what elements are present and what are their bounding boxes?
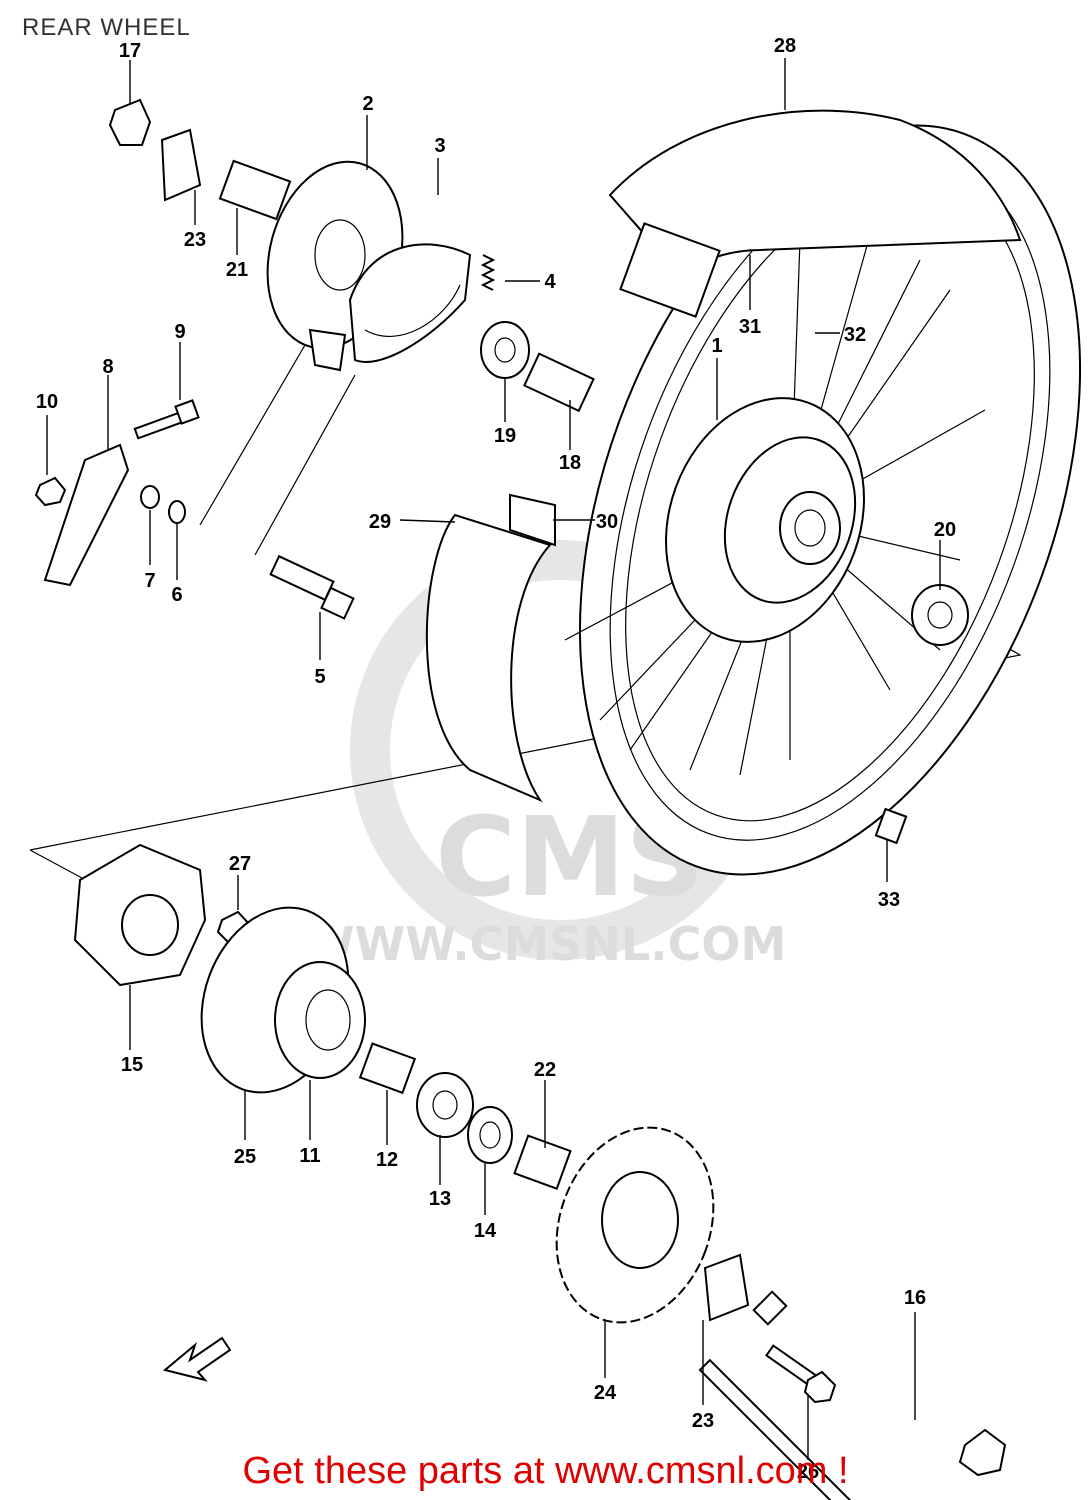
callout-33: 33 bbox=[878, 889, 900, 911]
spacer-21 bbox=[218, 159, 292, 221]
callout-16: 16 bbox=[904, 1287, 926, 1309]
callout-2: 2 bbox=[362, 93, 373, 115]
bearing-19 bbox=[480, 321, 530, 379]
callout-14: 14 bbox=[474, 1220, 497, 1242]
page-title: REAR WHEEL bbox=[22, 14, 191, 41]
o-ring-6 bbox=[168, 500, 186, 524]
callout-31: 31 bbox=[739, 316, 761, 338]
callout-5: 5 bbox=[314, 666, 325, 688]
spacer-22 bbox=[513, 1134, 572, 1190]
oil-seal-14 bbox=[467, 1106, 513, 1164]
callout-1: 1 bbox=[711, 335, 722, 357]
front-direction-arrow-icon bbox=[162, 1336, 232, 1382]
tyre-tread bbox=[608, 109, 1022, 318]
callout-13: 13 bbox=[429, 1188, 451, 1210]
callout-25: 25 bbox=[234, 1146, 256, 1168]
brake-arm-bolt bbox=[133, 399, 200, 440]
callout-10: 10 bbox=[36, 391, 58, 413]
washer-7 bbox=[140, 485, 160, 509]
callout-6: 6 bbox=[171, 584, 182, 606]
rear-sprocket bbox=[555, 1126, 715, 1324]
spacer-12 bbox=[358, 1042, 417, 1095]
callout-3: 3 bbox=[434, 135, 445, 157]
callout-24: 24 bbox=[594, 1382, 617, 1404]
callout-21: 21 bbox=[226, 259, 248, 281]
callout-28: 28 bbox=[774, 35, 796, 57]
rear-wheel-assembly bbox=[564, 124, 1081, 876]
callout-7: 7 bbox=[144, 570, 155, 592]
callout-23-bottom: 23 bbox=[692, 1410, 714, 1432]
watermark: CMS WWW.CMSNL.COM bbox=[304, 540, 787, 971]
valve-cap bbox=[874, 807, 908, 845]
tyre-section bbox=[425, 493, 556, 803]
cap-nut bbox=[108, 98, 152, 146]
callout-11: 11 bbox=[299, 1145, 320, 1167]
callout-17: 17 bbox=[119, 40, 141, 62]
callout-leaders bbox=[46, 58, 941, 1460]
bearing-13 bbox=[416, 1072, 474, 1138]
callout-19: 19 bbox=[494, 425, 516, 447]
promo-footer-link[interactable]: Get these parts at www.cmsnl.com ! bbox=[242, 1450, 849, 1492]
callout-32: 32 bbox=[844, 324, 866, 346]
rear-axle bbox=[698, 1290, 1007, 1500]
chain-adjuster-bottom bbox=[703, 1253, 750, 1322]
brake-spring bbox=[480, 254, 496, 291]
chain-adjuster-top bbox=[160, 128, 202, 202]
callout-9: 9 bbox=[174, 321, 185, 343]
callout-15: 15 bbox=[121, 1054, 143, 1076]
brake-cam-shaft bbox=[269, 554, 355, 620]
callout-4: 4 bbox=[544, 271, 556, 293]
callout-29: 29 bbox=[369, 511, 391, 533]
bolt-26 bbox=[765, 1344, 837, 1404]
callout-23-top: 23 bbox=[184, 229, 206, 251]
spacer-18 bbox=[523, 352, 595, 413]
callout-26: 26 bbox=[797, 1461, 819, 1483]
brake-arm bbox=[43, 443, 130, 587]
brake-shoes bbox=[348, 243, 472, 363]
bearing-20 bbox=[911, 584, 969, 646]
callout-30: 30 bbox=[596, 511, 618, 533]
callout-12: 12 bbox=[376, 1149, 398, 1171]
callout-8: 8 bbox=[102, 356, 113, 378]
callout-27: 27 bbox=[229, 853, 251, 875]
callout-numbers: 1 2 3 4 5 6 7 8 9 10 11 12 13 14 15 16 1… bbox=[36, 35, 956, 1483]
sprocket-drum bbox=[200, 906, 366, 1094]
callout-20: 20 bbox=[934, 519, 956, 541]
callout-18: 18 bbox=[559, 452, 581, 474]
callout-22: 22 bbox=[534, 1059, 556, 1081]
watermark-url: WWW.CMSNL.COM bbox=[304, 917, 787, 971]
brake-arm-nut bbox=[34, 476, 67, 507]
